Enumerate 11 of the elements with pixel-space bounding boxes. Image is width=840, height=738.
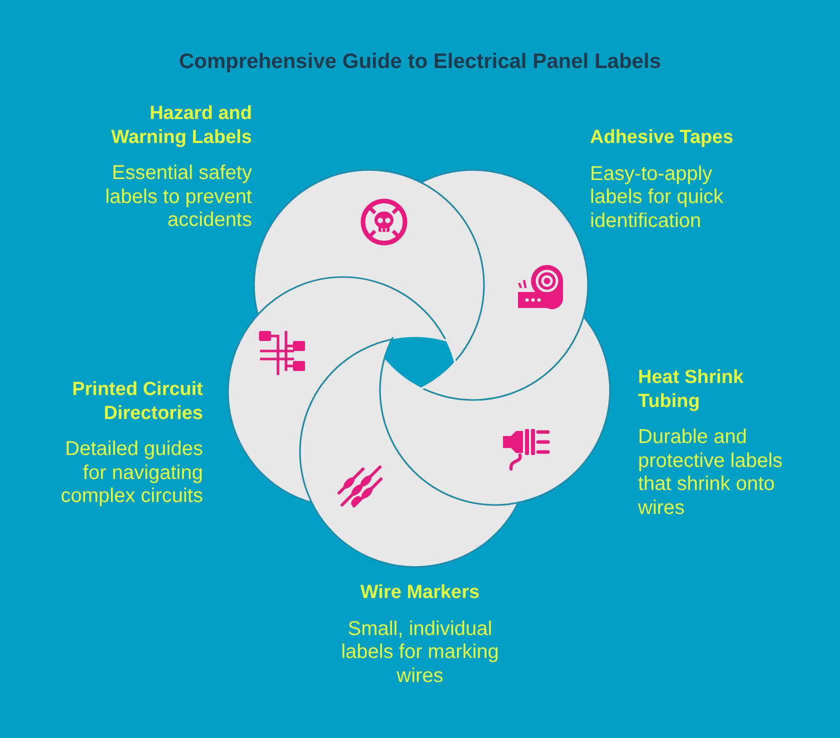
item-description: Durable and protective labels that shrink onto wires	[638, 426, 784, 520]
item-heading: Hazard and Warning Labels	[110, 102, 252, 149]
item-description: Detailed guides for navigating complex circuits	[60, 438, 203, 508]
item-heading: Wire Markers	[359, 581, 481, 604]
item-heading: Printed Circuit Directories	[71, 378, 203, 425]
item-description: Essential safety labels to prevent accidents	[104, 162, 252, 232]
item-description: Easy-to-apply labels for quick identification	[590, 162, 724, 233]
diagram-title: Comprehensive Guide to Electrical Panel Labels	[178, 49, 662, 75]
item-heading: Adhesive Tapes	[590, 126, 734, 150]
item-description: Small, individual labels for marking wires	[340, 618, 500, 688]
item-heading: Heat Shrink Tubing	[638, 366, 745, 413]
